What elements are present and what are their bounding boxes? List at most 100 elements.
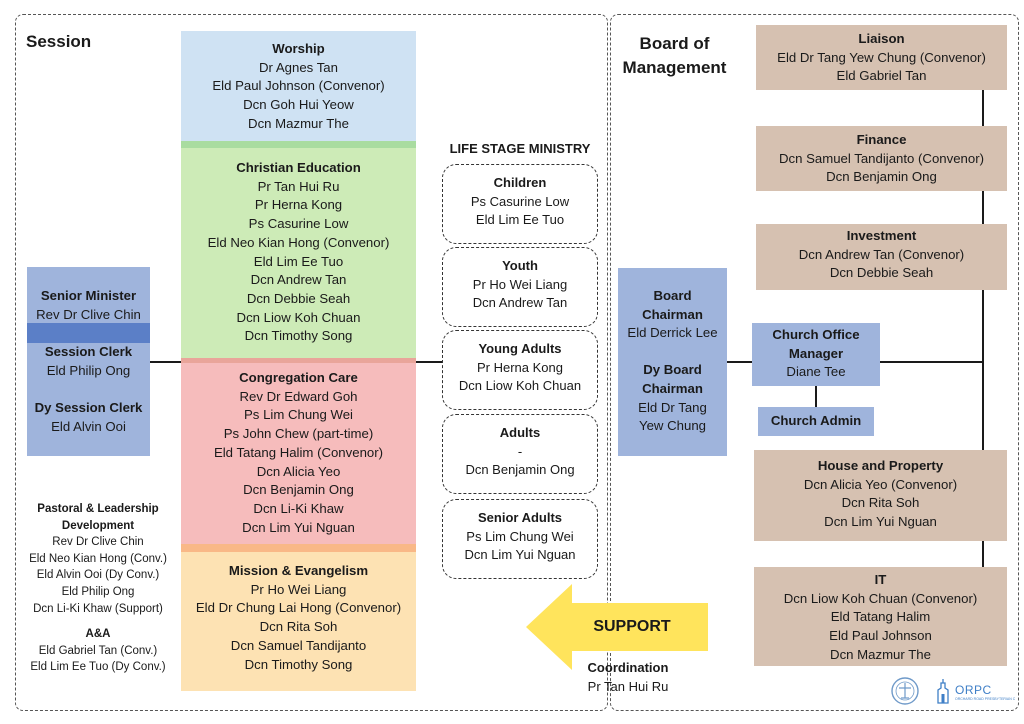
connector-line [815, 386, 817, 407]
connector-line [982, 90, 984, 567]
board-chairman-box: Board Chairman Eld Derrick Lee Dy Board … [618, 268, 727, 456]
congregation-care-member: Rev Dr Edward Goh [239, 388, 358, 404]
life-stage-member: Dcn Benjamin Ong [465, 462, 575, 477]
life-stage-member: Dcn Liow Koh Chuan [458, 378, 582, 393]
mission-member: Eld Dr Chung Lai Hong (Convenor) [195, 600, 402, 616]
senior-minister-name: Rev Dr Clive Chin [36, 306, 141, 322]
it-member: Eld Tatang Halim [830, 609, 931, 625]
support-label: SUPPORT [593, 618, 671, 635]
board-chairman-title-line1: Board [653, 288, 692, 303]
session-title: Session [26, 32, 92, 51]
it-box: IT Dcn Liow Koh Chuan (Convenor) Eld Tat… [754, 567, 1007, 666]
aa-member: Eld Gabriel Tan (Conv.) [38, 644, 158, 657]
worship-box: Worship Dr Agnes Tan Eld Paul Johnson (C… [181, 31, 416, 141]
christian-education-member: Eld Lim Ee Tuo [253, 253, 344, 269]
session-clerk-name: Eld Philip Ong [46, 362, 131, 378]
mission-member: Dcn Samuel Tandijanto [230, 637, 367, 653]
church-admin-label: Church Admin [770, 413, 862, 428]
christian-education-member: Eld Neo Kian Hong (Convenor) [207, 234, 390, 250]
finance-member: Dcn Benjamin Ong [826, 169, 937, 185]
christian-education-member: Dcn Debbie Seah [246, 290, 351, 306]
board-chairman-name: Eld Derrick Lee [627, 325, 718, 341]
board-title-line2: Management [622, 58, 727, 77]
board-panel [610, 14, 1019, 711]
christian-education-member: Dcn Andrew Tan [250, 272, 347, 288]
christian-education-member: Dcn Liow Koh Chuan [236, 309, 361, 325]
senior-minister: Senior Minister Rev Dr Clive Chin [27, 287, 150, 324]
orpc-logo-text: ORPC [955, 683, 992, 697]
dy-session-clerk-title: Dy Session Clerk [34, 400, 143, 415]
it-member: Dcn Mazmur The [830, 646, 931, 662]
support-arrow-icon [526, 584, 708, 670]
congregation-care-title: Congregation Care [239, 370, 358, 385]
congregation-care-box: Congregation Care Rev Dr Edward Goh Ps L… [181, 363, 416, 544]
board-title-line1: Board of [639, 34, 710, 53]
congregation-care-member: Ps John Chew (part-time) [223, 426, 374, 442]
investment-member: Dcn Debbie Seah [829, 265, 934, 281]
board-title: Board of Management [617, 32, 732, 80]
church-admin-box: Church Admin [758, 407, 874, 436]
session-clerk: Session Clerk Eld Philip Ong [27, 343, 150, 380]
life-stage-group-title: Children [493, 175, 547, 190]
finance-member: Dcn Samuel Tandijanto (Convenor) [778, 150, 984, 166]
life-stage-adults: Adults - Dcn Benjamin Ong [442, 414, 598, 494]
life-stage-member: Ps Casurine Low [470, 193, 570, 209]
christian-education-title: Christian Education [236, 160, 361, 175]
leadership-divider [27, 323, 150, 343]
life-stage-group-title: Senior Adults [477, 510, 563, 525]
life-stage-member: Eld Lim Ee Tuo [475, 212, 565, 227]
life-stage-member: Ps Lim Chung Wei [466, 528, 574, 544]
pastoral-title: Pastoral & Leadership Development [37, 503, 159, 532]
life-stage-member: Dcn Lim Yui Nguan [464, 547, 576, 562]
life-stage-children: Children Ps Casurine Low Eld Lim Ee Tuo [442, 164, 598, 244]
christian-education-member: Pr Herna Kong [254, 197, 343, 213]
coordination-block: Coordination Pr Tan Hui Ru [572, 658, 684, 696]
office-manager-box: Church Office Manager Diane Tee [752, 323, 880, 386]
board-chairman-title-line2: Chairman [642, 306, 703, 322]
orpc-logo-subtext: ORCHARD ROAD PRESBYTERIAN CHURCH [955, 697, 1015, 701]
session-panel [15, 14, 608, 711]
church-seal-logo [891, 677, 919, 705]
life-stage-young-adults: Young Adults Pr Herna Kong Dcn Liow Koh … [442, 330, 598, 410]
pastoral-member: Eld Alvin Ooi (Dy Conv.) [36, 569, 160, 582]
worship-member: Dcn Mazmur The [248, 115, 349, 131]
orpc-building-logo [937, 679, 949, 704]
life-stage-senior-adults: Senior Adults Ps Lim Chung Wei Dcn Lim Y… [442, 499, 598, 579]
congregation-care-member: Dcn Alicia Yeo [256, 463, 341, 479]
aa-title: A&A [85, 628, 111, 641]
dy-board-chairman-name-line2: Yew Chung [639, 418, 706, 434]
property-member: Dcn Lim Yui Nguan [824, 514, 937, 530]
connector-line [416, 361, 442, 363]
mission-title: Mission & Evangelism [228, 563, 369, 578]
life-stage-member: Pr Herna Kong [477, 359, 563, 375]
finance-title: Finance [856, 132, 907, 147]
congregation-care-member: Eld Tatang Halim (Convenor) [213, 444, 384, 460]
congregation-care-member: Dcn Benjamin Ong [243, 482, 354, 498]
pastoral-member: Dcn Li-Ki Khaw (Support) [33, 602, 163, 615]
worship-title: Worship [272, 41, 325, 56]
dy-board-chairman-title-line2: Chairman [642, 380, 703, 396]
care-divider [181, 358, 416, 363]
property-member: Dcn Alicia Yeo (Convenor) [803, 476, 958, 492]
dy-session-clerk-name: Eld Alvin Ooi [51, 418, 126, 434]
property-box: House and Property Dcn Alicia Yeo (Conve… [754, 450, 1007, 541]
mission-member: Dcn Timothy Song [244, 656, 353, 672]
mission-member: Dcn Rita Soh [259, 619, 338, 635]
liaison-box: Liaison Eld Dr Tang Yew Chung (Convenor)… [756, 25, 1007, 90]
liaison-member: Eld Dr Tang Yew Chung (Convenor) [777, 49, 986, 65]
dy-board-chairman-title-line1: Dy Board [643, 362, 702, 378]
worship-member: Dr Agnes Tan [259, 59, 338, 75]
property-member: Dcn Rita Soh [841, 495, 920, 511]
it-title: IT [874, 572, 887, 587]
aa-member: Eld Lim Ee Tuo (Dy Conv.) [30, 661, 166, 674]
congregation-care-member: Dcn Li-Ki Khaw [253, 500, 344, 516]
worship-member: Dcn Goh Hui Yeow [243, 97, 354, 113]
liaison-title: Liaison [858, 31, 905, 46]
senior-minister-title: Senior Minister [40, 288, 137, 303]
christian-education-member: Pr Tan Hui Ru [257, 178, 340, 194]
life-stage-member: Dcn Andrew Tan [472, 295, 568, 310]
mission-member: Pr Ho Wei Liang [250, 581, 347, 597]
mission-box: Mission & Evangelism Pr Ho Wei Liang Eld… [181, 552, 416, 691]
christian-education-box: Christian Education Pr Tan Hui Ru Pr Her… [181, 148, 416, 358]
worship-divider [181, 141, 416, 148]
